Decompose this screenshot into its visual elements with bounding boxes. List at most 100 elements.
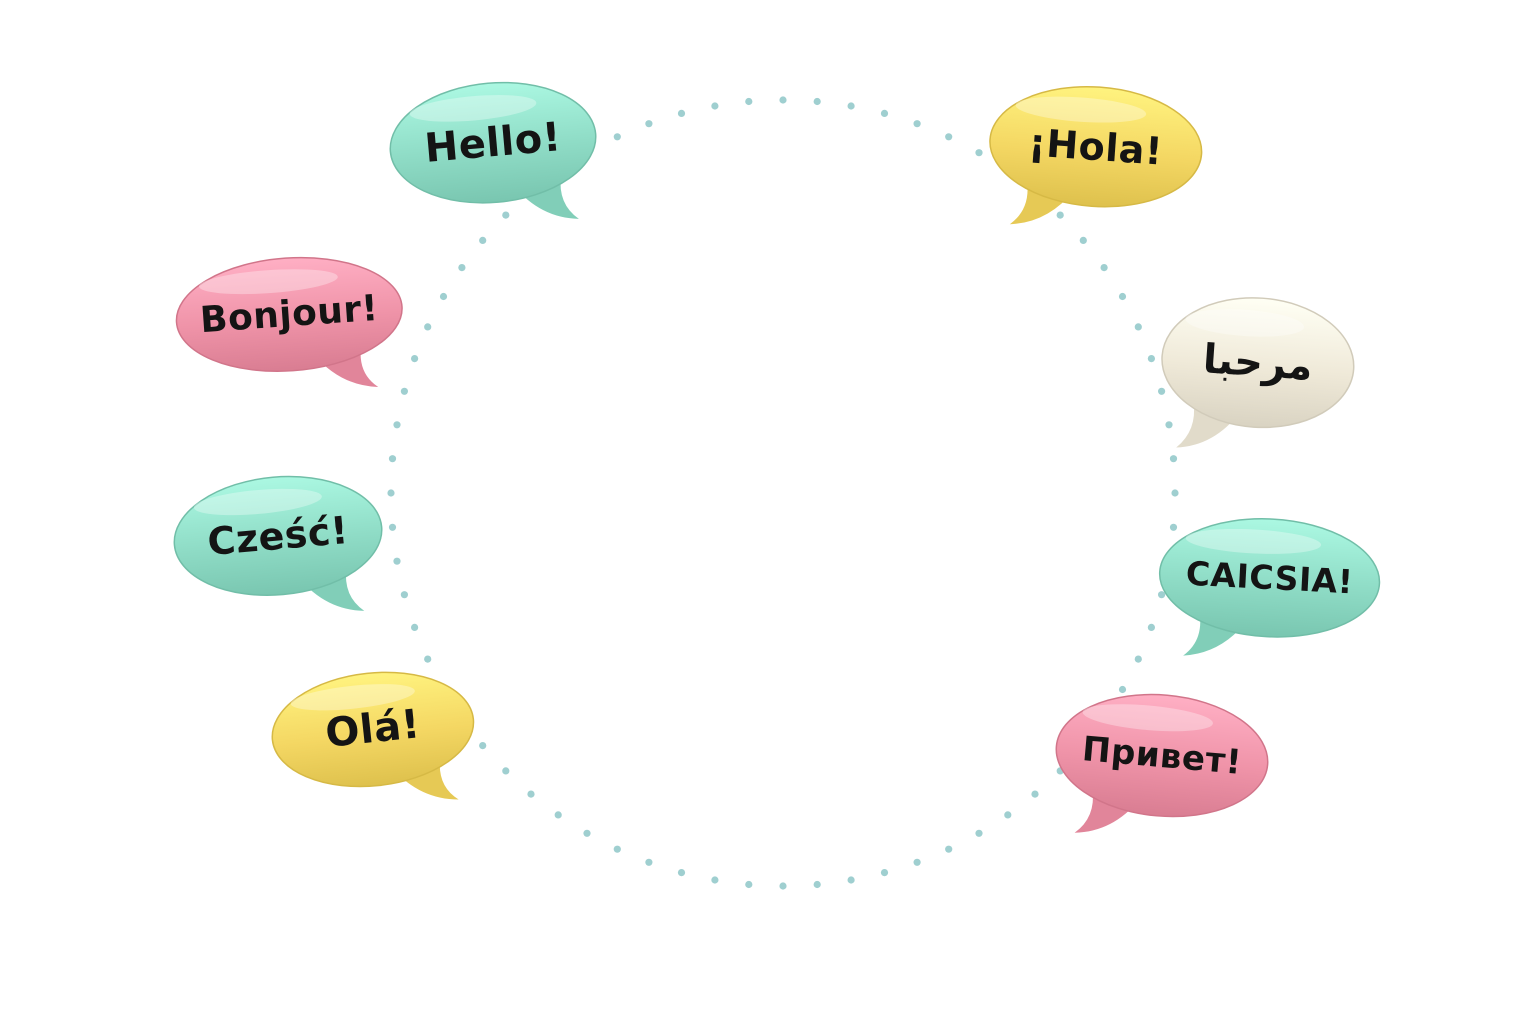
bubble-body bbox=[1055, 693, 1269, 818]
bubble-body bbox=[1161, 297, 1355, 429]
bubble-highlight bbox=[409, 95, 537, 122]
bubble-highlight bbox=[1185, 309, 1305, 337]
ring-dot bbox=[745, 97, 753, 106]
bubble-highlight bbox=[193, 488, 322, 516]
ring-dot bbox=[1165, 421, 1173, 429]
ring-dot bbox=[1171, 489, 1179, 497]
ring-dot bbox=[847, 102, 855, 110]
ring-dot bbox=[479, 236, 487, 244]
ring-dot bbox=[554, 811, 562, 819]
ring-dot bbox=[1134, 323, 1142, 331]
ring-dot bbox=[1169, 455, 1178, 463]
greeting-text: Привет! bbox=[1080, 728, 1244, 783]
speech-bubble-icon bbox=[1055, 693, 1269, 833]
ring-dot bbox=[1100, 264, 1108, 272]
ring-dot bbox=[393, 557, 401, 565]
ring-dot bbox=[711, 102, 719, 110]
ring-dot bbox=[387, 489, 395, 497]
bubble-body bbox=[271, 671, 475, 788]
bubble-body bbox=[175, 256, 403, 372]
ring-dot bbox=[913, 120, 921, 128]
bubble-highlight bbox=[1082, 704, 1213, 732]
ring-dot bbox=[1169, 523, 1178, 531]
bubble-hello: Hello! bbox=[382, 71, 606, 237]
ring-dot bbox=[424, 323, 432, 331]
ring-dot bbox=[1158, 387, 1166, 395]
greeting-text: مرحبا bbox=[1201, 335, 1315, 390]
ring-dot bbox=[945, 845, 953, 853]
ring-dot bbox=[645, 858, 653, 866]
bubble-marhaba: مرحبا bbox=[1153, 288, 1362, 461]
ring-dot bbox=[745, 880, 753, 889]
ring-dot bbox=[479, 742, 487, 750]
bubble-body bbox=[173, 475, 383, 596]
ring-dot bbox=[502, 767, 510, 775]
ring-dot bbox=[400, 387, 408, 395]
ring-dot bbox=[913, 858, 921, 866]
speech-bubble-icon bbox=[271, 671, 475, 800]
ring-dot bbox=[1147, 623, 1155, 632]
ring-dot bbox=[613, 133, 621, 141]
ring-dot bbox=[458, 264, 466, 272]
bubble-highlight bbox=[1185, 528, 1322, 554]
ring-dot bbox=[393, 421, 401, 429]
ring-dot bbox=[975, 149, 983, 157]
ring-dot bbox=[1004, 811, 1012, 819]
bubble-highlight bbox=[198, 269, 338, 295]
ring-dot bbox=[424, 655, 432, 663]
greeting-text: Hello! bbox=[422, 113, 564, 172]
bubble-caicsia: CAICSIA! bbox=[1152, 510, 1385, 668]
ring-dot bbox=[711, 876, 719, 884]
ring-dot bbox=[1147, 355, 1155, 363]
ring-dot bbox=[1118, 685, 1127, 694]
ring-dot bbox=[527, 790, 535, 798]
ring-dot bbox=[677, 109, 686, 117]
ring-dot bbox=[847, 876, 855, 884]
ring-dot bbox=[613, 845, 621, 853]
bubble-body bbox=[389, 81, 597, 204]
ring-dot bbox=[388, 523, 397, 531]
speech-bubble-icon bbox=[389, 81, 597, 219]
greeting-text: Cześć! bbox=[205, 507, 351, 564]
ring-dot bbox=[411, 623, 419, 632]
speech-bubble-icon bbox=[173, 475, 383, 611]
ring-dot bbox=[677, 869, 686, 877]
bubble-body bbox=[1158, 518, 1381, 638]
ring-dot bbox=[645, 120, 653, 128]
speech-bubble-icon bbox=[989, 85, 1203, 225]
speech-bubble-icon bbox=[175, 256, 403, 387]
ring-dot bbox=[880, 109, 889, 117]
ring-dot bbox=[502, 211, 510, 219]
speech-bubble-icon bbox=[1161, 297, 1355, 448]
greeting-text: Olá! bbox=[323, 701, 423, 758]
ring-dot bbox=[583, 829, 591, 837]
ring-dot bbox=[1118, 292, 1127, 301]
ring-dot bbox=[400, 591, 408, 599]
ring-dot bbox=[1158, 591, 1166, 599]
bubble-highlight bbox=[290, 684, 415, 711]
bubble-highlight bbox=[1015, 96, 1147, 123]
ring-dot bbox=[880, 869, 889, 877]
greeting-text: Bonjour! bbox=[198, 287, 380, 342]
bubble-hola: ¡Hola! bbox=[981, 77, 1209, 240]
ring-dot bbox=[945, 133, 953, 141]
ring-dot bbox=[1134, 655, 1142, 663]
bubble-privet: Привет! bbox=[1046, 683, 1276, 851]
ring-dot bbox=[1056, 211, 1064, 219]
ring-dot bbox=[813, 97, 821, 106]
bubble-ola: Olá! bbox=[263, 660, 484, 821]
ring-dot bbox=[779, 882, 787, 890]
ring-dot bbox=[388, 455, 397, 463]
greeting-text: ¡Hola! bbox=[1027, 120, 1165, 174]
ring-dot bbox=[975, 829, 983, 837]
greeting-text: CAICSIA! bbox=[1184, 554, 1355, 602]
ring-dot bbox=[439, 292, 448, 301]
ring-dot bbox=[813, 880, 821, 889]
ring-dot bbox=[411, 355, 419, 363]
speech-bubble-icon bbox=[1158, 518, 1381, 656]
bubble-body bbox=[989, 85, 1203, 208]
ring-dot bbox=[1079, 236, 1087, 244]
ring-dot bbox=[1031, 790, 1039, 798]
bubble-bonjour: Bonjour! bbox=[169, 247, 410, 403]
